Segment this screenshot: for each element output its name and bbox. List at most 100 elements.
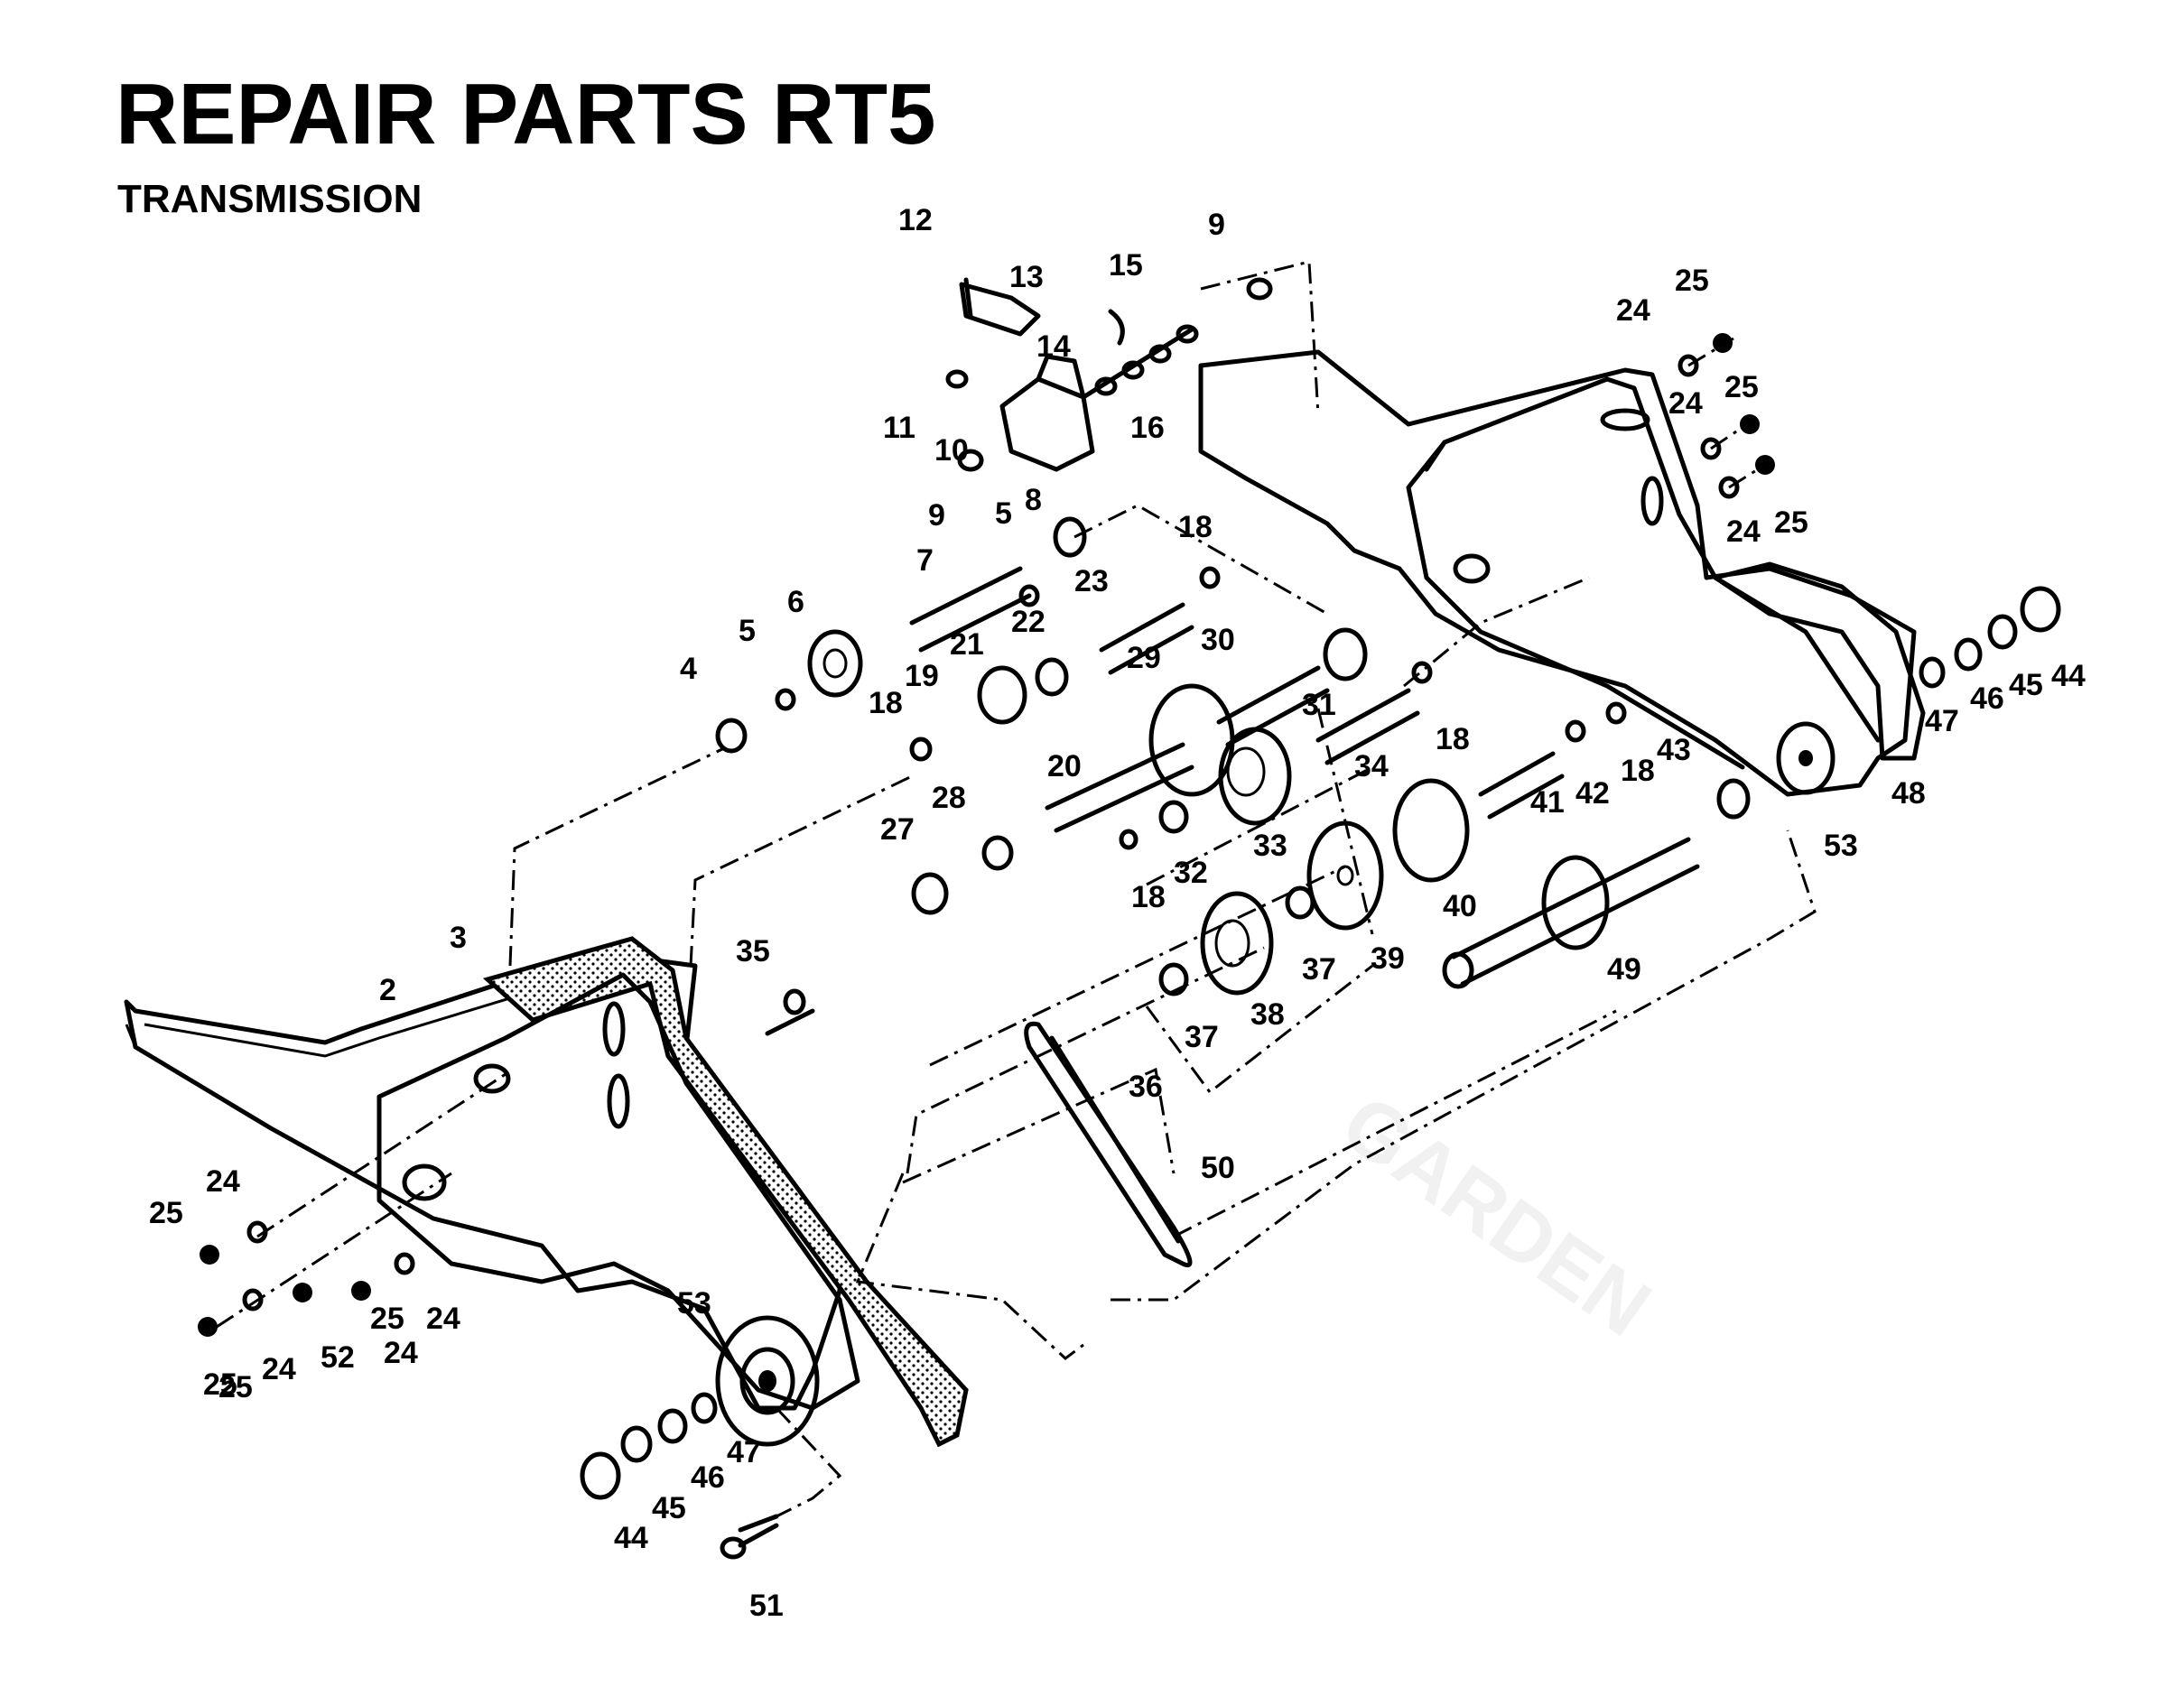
callout: 28 — [932, 781, 966, 815]
shaft-30 — [1216, 627, 1368, 747]
callout: 53 — [677, 1286, 711, 1321]
callout: 31 — [1302, 688, 1336, 722]
callout: 24 — [1616, 293, 1650, 328]
callout: 11 — [883, 411, 915, 445]
long-shaft-29 — [1045, 742, 1194, 833]
callout: 18 — [1436, 722, 1470, 756]
callout: 14 — [1036, 329, 1071, 364]
callout: 18 — [1178, 510, 1213, 544]
gear-6 — [807, 629, 863, 698]
callout: 36 — [1129, 1070, 1163, 1104]
right-washer-stack — [1919, 586, 2061, 689]
callout: 18 — [1131, 880, 1166, 914]
callout: 45 — [652, 1491, 686, 1525]
callout: 32 — [1174, 856, 1208, 890]
callout: 24 — [262, 1352, 296, 1386]
callout: 52 — [321, 1340, 355, 1375]
callout: 3 — [450, 921, 467, 955]
callout: 18 — [1621, 754, 1655, 788]
callout: 2 — [379, 973, 396, 1007]
callout: 44 — [614, 1521, 648, 1555]
callout: 5 — [739, 614, 756, 648]
assembly-lines — [216, 260, 1817, 1518]
callout: 23 — [1074, 564, 1109, 598]
callout: 25 — [370, 1302, 404, 1336]
callout: 25 — [203, 1367, 237, 1402]
callout: 41 — [1530, 785, 1565, 820]
callout: 12 — [898, 203, 933, 237]
bolt-51 — [720, 1514, 779, 1560]
callout: 21 — [950, 627, 984, 662]
right-cover — [1713, 561, 1926, 761]
belt — [1024, 1021, 1193, 1267]
sprocket-40 — [1392, 778, 1470, 883]
left-housing — [124, 950, 842, 1411]
callout: 34 — [1354, 749, 1389, 783]
shift-lever-assembly — [945, 277, 1273, 472]
callout: 18 — [869, 686, 903, 720]
callout: 24 — [1726, 514, 1761, 549]
callout: 25 — [149, 1196, 183, 1230]
right-fasteners — [1677, 333, 1775, 499]
callout: 10 — [934, 433, 969, 468]
callout: 7 — [916, 543, 934, 578]
shaft-23 — [1099, 602, 1194, 675]
callout: 24 — [426, 1302, 460, 1336]
callout: 33 — [1253, 829, 1287, 863]
callout: 49 — [1607, 952, 1641, 987]
callout: 29 — [1127, 641, 1161, 675]
callout: 38 — [1250, 997, 1285, 1032]
callout: 46 — [1970, 681, 2004, 716]
callout: 24 — [1668, 386, 1703, 421]
left-pulley — [715, 1315, 820, 1447]
callout: 30 — [1201, 623, 1235, 657]
shaft-34 — [1315, 688, 1420, 765]
callout: 25 — [218, 1370, 253, 1404]
callout: 25 — [1774, 505, 1808, 540]
callout: 19 — [905, 659, 939, 693]
callout: 46 — [691, 1460, 725, 1495]
callout: 40 — [1443, 889, 1477, 923]
callout: 51 — [749, 1589, 784, 1623]
callout: 50 — [1201, 1151, 1235, 1185]
axle-49 — [1442, 837, 1700, 989]
callout: 9 — [1208, 208, 1225, 242]
callout: 48 — [1891, 776, 1926, 811]
gasket — [482, 936, 969, 1448]
callout: 27 — [880, 812, 915, 847]
callout: 9 — [928, 498, 945, 533]
page-title: REPAIR PARTS RT5 — [116, 66, 936, 162]
callout: 8 — [1025, 483, 1042, 517]
callout: 5 — [995, 496, 1012, 531]
callout: 16 — [1130, 411, 1165, 445]
callout-labels: 12 13 9 15 14 16 11 10 9 8 5 7 6 5 4 18 … — [149, 203, 2086, 1623]
callout: 22 — [1011, 605, 1046, 639]
callout: 6 — [787, 585, 804, 619]
sprocket-33 — [1218, 727, 1292, 826]
callout: 44 — [2051, 659, 2086, 693]
watermark-text: GARDEN — [1326, 1078, 1667, 1354]
right-housing — [1198, 349, 1917, 797]
callout: 35 — [736, 934, 770, 968]
left-washer-stack — [580, 1392, 718, 1500]
callout: 13 — [1009, 260, 1044, 294]
callout: 24 — [384, 1336, 418, 1370]
sprocket-38 — [1200, 891, 1274, 996]
callout: 4 — [680, 652, 697, 686]
callout: 39 — [1371, 941, 1405, 976]
callout: 42 — [1575, 776, 1610, 811]
callout: 25 — [1724, 370, 1759, 404]
callout: 47 — [1925, 704, 1959, 738]
small-parts — [715, 566, 1751, 1036]
sprocket-49 — [1541, 855, 1610, 950]
callout: 47 — [727, 1435, 761, 1469]
upper-shaft-7 — [909, 516, 1087, 653]
callout: 20 — [1047, 749, 1082, 783]
callout: 45 — [2009, 668, 2043, 702]
shaft-41 — [1478, 751, 1565, 820]
callout: 37 — [1185, 1020, 1219, 1054]
callout: 24 — [206, 1164, 240, 1199]
sprocket-39 — [1306, 820, 1384, 931]
callout: 15 — [1109, 248, 1143, 283]
